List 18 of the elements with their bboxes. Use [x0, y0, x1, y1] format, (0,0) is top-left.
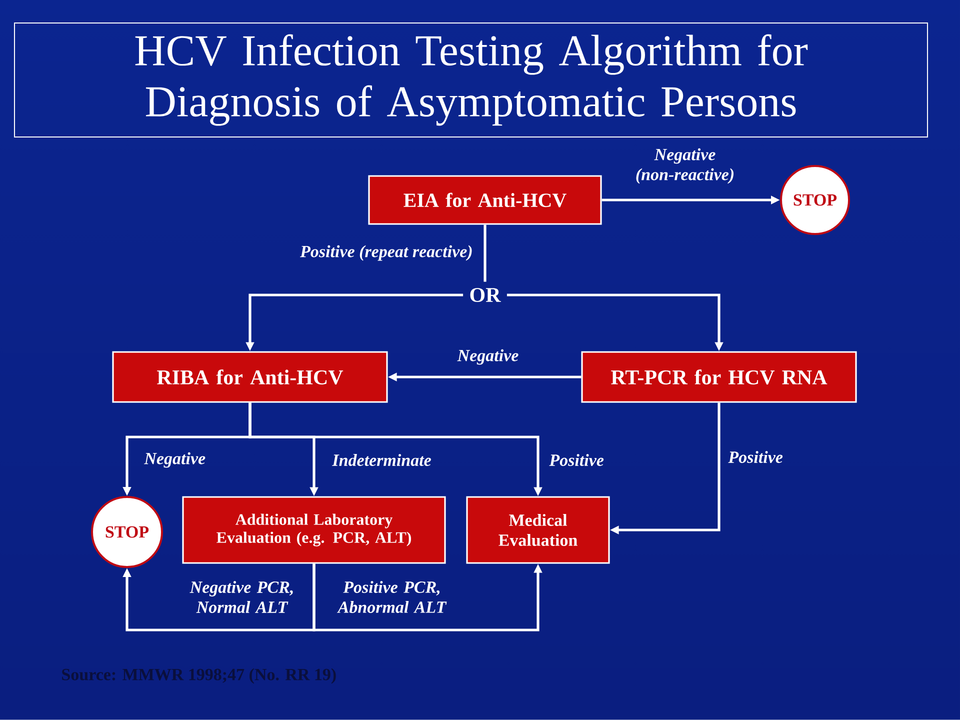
- process-box: EIA for Anti-HCV: [368, 175, 602, 225]
- process-box: RIBA for Anti-HCV: [112, 351, 388, 403]
- edge-label: Positive PCR, Abnormal ALT: [336, 581, 447, 613]
- branch-label: OR: [470, 288, 501, 302]
- edge-label: Negative PCR, Normal ALT: [190, 581, 293, 613]
- edge-label: Indeterminate: [332, 454, 431, 466]
- connector-line: [484, 224, 486, 282]
- edge-label: Negative: [457, 349, 518, 365]
- source-note: Source: MMWR 1998;47 (No. RR 19): [62, 668, 336, 684]
- process-box: Medical Evaluation: [466, 496, 610, 564]
- slide-title: HCV Infection Testing Algorithm for Diagnosis of Asymptomatic Persons: [14, 22, 928, 138]
- edge-label: Positive: [728, 451, 783, 463]
- edge-label: Negative (non-reactive): [636, 148, 734, 184]
- edge-label: Positive: [549, 454, 604, 466]
- edge-label: Positive (repeat reactive): [300, 245, 472, 261]
- process-box: RT-PCR for HCV RNA: [581, 351, 857, 403]
- edge-label: Negative: [144, 452, 206, 468]
- process-box: Additional Laboratory Evaluation (e.g. PCR, ALT): [182, 496, 446, 564]
